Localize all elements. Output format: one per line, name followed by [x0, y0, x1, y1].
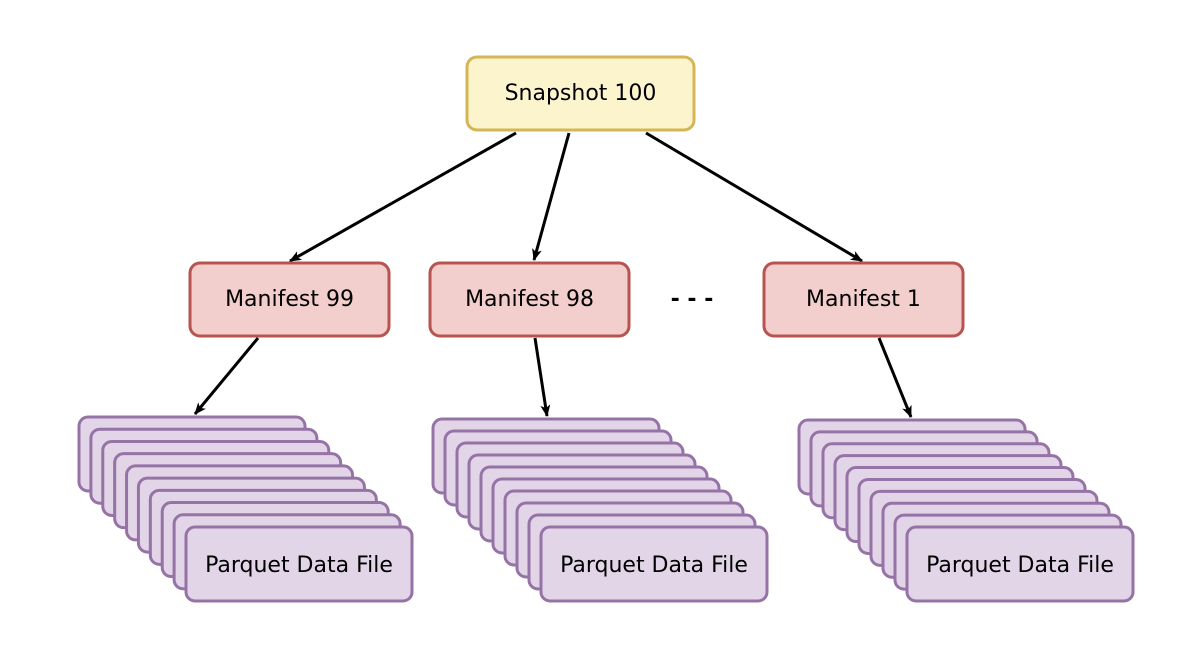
data-file-label: Parquet Data File — [205, 553, 393, 578]
snapshot-box — [465, 55, 696, 132]
manifest-box — [428, 261, 631, 338]
data-file-stack: Parquet Data File — [797, 418, 1135, 603]
manifest-label: Manifest 99 — [225, 287, 354, 312]
data-file-stack: Parquet Data File — [431, 417, 769, 603]
data-file-label: Parquet Data File — [560, 553, 748, 578]
snapshot-node: Snapshot 100 — [465, 55, 696, 132]
arrow-manifest-1-to-data-files — [877, 337, 913, 418]
data-file-label: Parquet Data File — [926, 553, 1114, 578]
data-file-stacks: Parquet Data File Parquet Data File Parque… — [77, 415, 1135, 603]
manifest-box — [188, 261, 391, 338]
manifest-node-98: Manifest 98 — [428, 261, 631, 338]
data-file-card-front — [184, 525, 414, 603]
data-file-card-front — [539, 525, 769, 603]
manifest-ellipsis: - - - — [671, 287, 714, 312]
arrow-manifest-99-to-data-files — [193, 337, 260, 415]
arrow-snapshot-to-manifest-99 — [289, 131, 517, 263]
snapshot-arrows — [289, 131, 863, 263]
snapshot-label: Snapshot 100 — [505, 81, 657, 106]
arrow-manifest-98-to-data-files — [533, 337, 551, 417]
data-file-stack: Parquet Data File — [77, 415, 414, 603]
arrow-snapshot-to-manifest-1 — [645, 131, 863, 263]
manifest-arrows — [193, 337, 913, 418]
manifest-box — [762, 261, 965, 338]
data-file-card-front — [905, 525, 1135, 603]
manifest-node-99: Manifest 99 — [188, 261, 391, 338]
manifest-node-1: Manifest 1 — [762, 261, 965, 338]
manifest-label: Manifest 98 — [465, 287, 594, 312]
manifest-label: Manifest 1 — [806, 287, 921, 312]
arrow-snapshot-to-manifest-98 — [532, 132, 571, 261]
